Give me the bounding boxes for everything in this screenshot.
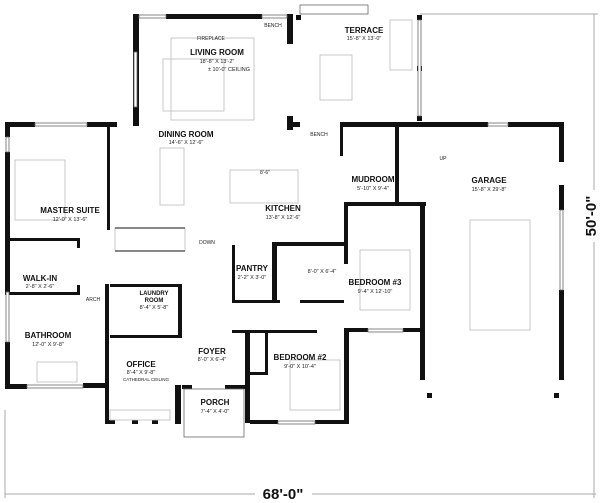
office-ceiling: CATHEDRAL CEILING <box>123 377 170 382</box>
fireplace-label: FIREPLACE <box>197 36 225 42</box>
foyer-label: FOYER <box>198 347 226 356</box>
windows <box>5 4 564 438</box>
dining-room-dims: 14'-6" X 12'-6" <box>169 140 204 146</box>
living-room-dims: 18'-8" X 13'-2" <box>200 59 235 65</box>
bedroom-2-label: BEDROOM #2 <box>274 353 327 362</box>
bathroom-dims: 12'-0" X 9'-8" <box>32 342 64 348</box>
bench-label: BENCH <box>310 132 328 138</box>
width-dimension: 68'-0" <box>263 486 304 503</box>
mudroom-label: MUDROOM <box>351 175 394 184</box>
bedroom-2-dims: 9'-0" X 10'-4" <box>284 364 316 370</box>
office-dims: 8'-4" X 9'-8" <box>127 370 156 376</box>
walk-in-label: WALK-IN <box>23 274 57 283</box>
terrace-label: TERRACE <box>345 26 384 35</box>
walls <box>5 14 564 424</box>
kitchen-label: KITCHEN <box>265 204 301 213</box>
porch-dims: 7'-4" X 4'-0" <box>201 409 230 415</box>
bath-2-dims: 8'-0" X 6'-4" <box>308 269 337 275</box>
mudroom-dims: 5'-10" X 9'-4" <box>357 186 389 192</box>
living-room-label: LIVING ROOM <box>190 48 244 57</box>
bedroom-3-dims: 9'-4" X 12'-10" <box>358 289 393 295</box>
foyer-dims: 8'-0" X 6'-4" <box>198 357 227 363</box>
walk-in-dims: 2'-8" X 2'-6" <box>26 284 55 290</box>
bedroom-3-label: BEDROOM #3 <box>349 278 402 287</box>
laundry-room-dims: 8'-4" X 5'-8" <box>140 305 169 311</box>
depth-dimension: 50'-0" <box>583 196 600 237</box>
kitchen-dims: 13'-8" X 12'-6" <box>266 215 301 221</box>
laundry-room-label: LAUNDRY <box>139 291 168 297</box>
dining-room-label: DINING ROOM <box>158 130 213 139</box>
pantry-label: PANTRY <box>236 264 269 273</box>
office-label: OFFICE <box>126 360 156 369</box>
pantry-dims: 2'-2" X 3'-0" <box>238 275 267 281</box>
bathroom-label: BATHROOM <box>25 331 72 340</box>
terrace-dims: 15'-8" X 13'-0" <box>347 36 382 42</box>
bench-label: BENCH <box>264 23 282 29</box>
stairs-down-label: DOWN <box>199 240 215 246</box>
step-up-label: UP <box>440 156 448 162</box>
master-suite-dims: 12'-0" X 13'-6" <box>53 217 88 223</box>
master-suite-label: MASTER SUITE <box>40 206 100 215</box>
porch-label: PORCH <box>201 398 230 407</box>
living-room-ceiling: ± 10'-0" CEILING <box>208 67 250 73</box>
garage-dims: 15'-8" X 29'-8" <box>472 187 507 193</box>
furniture <box>14 19 531 421</box>
arch-label: ARCH <box>86 297 101 303</box>
island-dimension: 8'-6" <box>260 170 270 176</box>
garage-label: GARAGE <box>471 176 507 185</box>
dimension-lines <box>4 13 598 498</box>
laundry-room-label-2: ROOM <box>145 298 164 304</box>
room-labels: FIREPLACE BENCH LIVING ROOM 18'-8" X 13'… <box>23 23 507 415</box>
